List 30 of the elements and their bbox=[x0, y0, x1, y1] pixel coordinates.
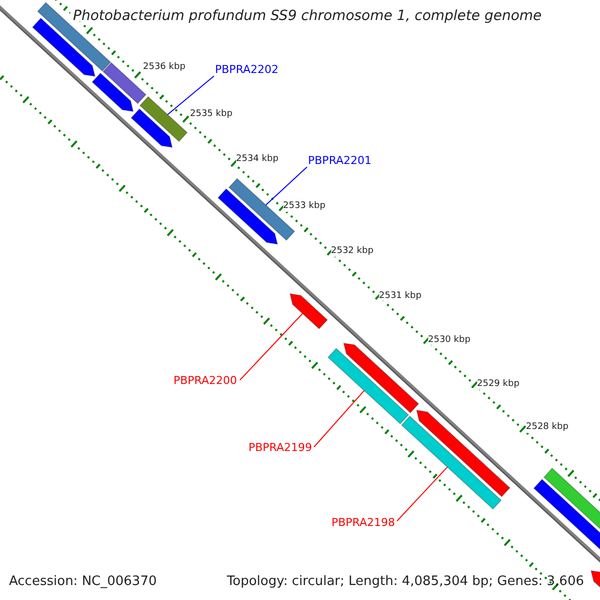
tick-label: 2533 kbp bbox=[283, 201, 326, 212]
gene-feature-bar bbox=[401, 416, 502, 510]
leader-line bbox=[396, 466, 448, 522]
gene-label: PBPRA2202 bbox=[215, 63, 279, 76]
tick-label: 2530 kbp bbox=[428, 335, 470, 346]
gene-feature-bar bbox=[139, 96, 188, 142]
tick-label: 2536 kbp bbox=[143, 62, 186, 73]
gene-feature-pointed bbox=[289, 293, 328, 330]
footer-text: Accession: NC_006370 bbox=[9, 574, 157, 590]
gene-label: PBPRA2201 bbox=[308, 154, 372, 168]
tick-label: 2529 kbp bbox=[477, 379, 520, 390]
tick-label: 2528 kbp bbox=[526, 422, 568, 433]
tick-label: 2535 kbp bbox=[190, 109, 232, 120]
gene-label: PBPRA2199 bbox=[248, 441, 312, 454]
leader-line bbox=[240, 313, 304, 380]
gene-feature-pointed bbox=[130, 108, 173, 148]
gene-feature-pointed bbox=[92, 72, 134, 112]
tick-label: 2531 kbp bbox=[379, 291, 422, 302]
gene-feature-pointed bbox=[416, 410, 510, 498]
tick-label: 2532 kbp bbox=[331, 246, 374, 257]
leader-line bbox=[265, 166, 308, 206]
tick-label: 2534 kbp bbox=[236, 154, 278, 165]
gene-feature-pointed bbox=[343, 342, 420, 414]
gene-label: PBPRA2198 bbox=[331, 516, 395, 530]
footer-text: Topology: circular; Length: 4,085,304 bp; Genes: 3,606 bbox=[226, 574, 584, 590]
gene-feature-bar bbox=[327, 348, 410, 424]
leader-line bbox=[167, 76, 214, 116]
gene-feature-pointed bbox=[217, 188, 278, 245]
gene-label: PBPRA2200 bbox=[173, 374, 237, 388]
leader-line bbox=[314, 390, 365, 448]
